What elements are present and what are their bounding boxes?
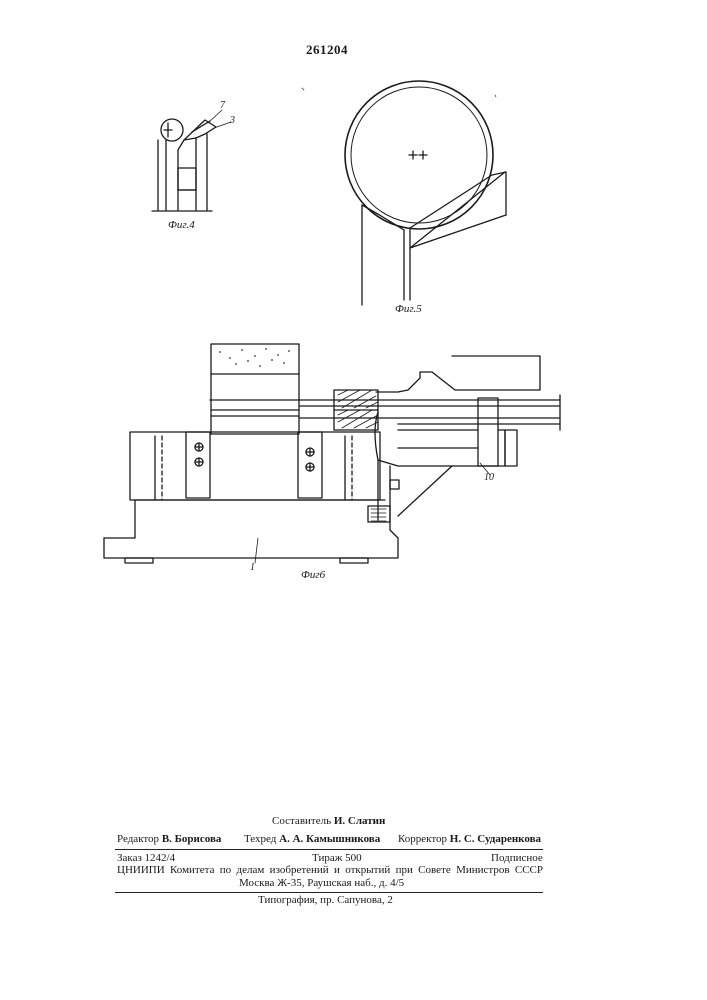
corrector-role: Корректор — [398, 833, 447, 845]
subscription-note: Подписное — [491, 852, 543, 864]
fig5-label: Фиг.5 — [395, 303, 422, 315]
compiler-role: Составитель — [272, 815, 331, 827]
order-number: Заказ 1242/4 — [117, 852, 175, 864]
editor-line: Редактор В. Борисова — [117, 833, 221, 845]
fig4-callout-7: 7 — [220, 100, 225, 111]
techeditor-role: Техред — [244, 833, 276, 845]
print-run: Тираж 500 — [312, 852, 362, 864]
corrector-line: Корректор Н. С. Сударенкова — [398, 833, 541, 845]
techeditor-line: Техред А. А. Камышникова — [244, 833, 380, 845]
figure-4-drawing — [152, 110, 231, 211]
fig6-label: Фиг6 — [301, 569, 325, 581]
editor-name: В. Борисова — [162, 833, 222, 845]
credits-divider — [115, 849, 543, 850]
compiler-name: И. Слатин — [334, 815, 385, 827]
institute-line: ЦНИИПИ Комитета по делам изобретений и о… — [117, 864, 543, 876]
fig4-label: Фиг.4 — [168, 219, 195, 231]
fig6-callout-1: 1 — [250, 562, 255, 573]
editor-role: Редактор — [117, 833, 159, 845]
techeditor-name: А. А. Камышникова — [279, 833, 380, 845]
fig4-callout-3: 3 — [230, 115, 235, 126]
corrector-name: Н. С. Сударенкова — [450, 833, 541, 845]
figure-5-drawing — [302, 81, 506, 305]
printing-house: Типография, пр. Сапунова, 2 — [258, 894, 393, 906]
compiler-line: Составитель И. Слатин — [272, 815, 385, 827]
fig6-callout-10: 10 — [484, 472, 494, 483]
figure-6-drawing — [104, 344, 560, 563]
publisher-address: Москва Ж-35, Раушская наб., д. 4/5 — [239, 877, 404, 889]
address-divider — [115, 892, 543, 893]
